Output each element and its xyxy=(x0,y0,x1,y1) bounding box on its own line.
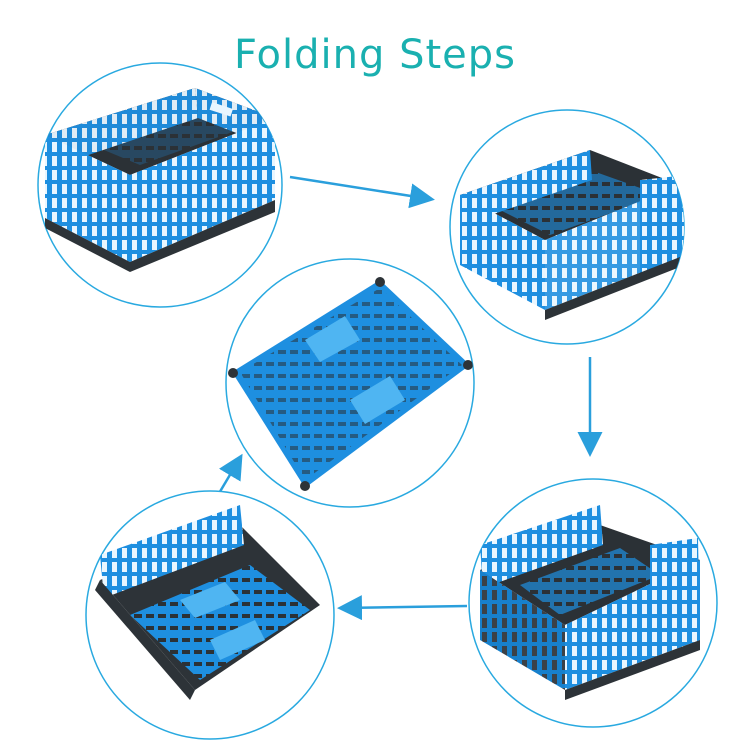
crate-sides-lowering-image xyxy=(480,505,700,700)
crate-open-image xyxy=(45,88,275,272)
crate-folded-flat-image xyxy=(228,277,473,491)
arrow-1-to-2 xyxy=(289,175,435,209)
crate-one-side-lowered-image xyxy=(460,150,684,320)
step-1-circle xyxy=(37,62,283,308)
step-4-circle xyxy=(468,478,718,728)
step-5-circle xyxy=(85,490,335,740)
page-title: Folding Steps xyxy=(233,32,517,78)
crate-ends-folding-image xyxy=(95,505,320,700)
step-2-circle xyxy=(449,109,685,345)
step-3-circle xyxy=(225,258,475,508)
arrow-4-to-5 xyxy=(337,595,468,621)
